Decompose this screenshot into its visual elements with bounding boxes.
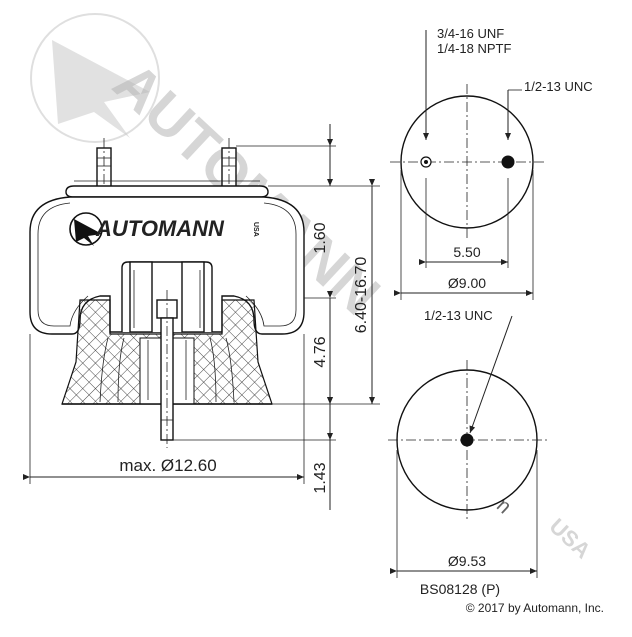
watermark-ring-icon xyxy=(30,13,160,143)
watermark-arrow-icon xyxy=(52,40,150,138)
logo-arrow-icon xyxy=(74,219,102,246)
bottom-stud-label: 1/2-13 UNC xyxy=(424,308,493,323)
dim-stud-length: 1.43 xyxy=(312,462,329,493)
top-view: 3/4-16 UNF 1/4-18 NPTF 1/2-13 UNC 5.50 Ø… xyxy=(390,26,593,300)
dim-bottom-diameter: Ø9.53 xyxy=(448,553,486,569)
dim-piston-height: 4.76 xyxy=(312,336,329,367)
bead-plate xyxy=(65,185,269,198)
bellows-logo: AUTOMANN USA xyxy=(69,212,259,246)
top-stud-icon xyxy=(501,155,515,169)
side-view-dimensions: 1.60 4.76 6.40-16.70 1.43 max. Ø12.60 xyxy=(23,124,380,510)
port-upper-label-1: 3/4-16 UNF xyxy=(437,26,504,41)
copyright: © 2017 by Automann, Inc. xyxy=(466,601,604,615)
top-stud-label: 1/2-13 UNC xyxy=(524,79,593,94)
logo-ring-icon xyxy=(69,212,103,246)
bottom-view: 1/2-13 UNC Ø9.53 xyxy=(388,308,548,578)
watermark-suffix: USA xyxy=(545,513,596,563)
air-spring-side-view: AUTOMANN USA xyxy=(29,138,305,448)
logo-text: AUTOMANN xyxy=(95,216,225,241)
logo-suffix: USA xyxy=(252,222,259,237)
bottom-stud-icon xyxy=(460,433,474,447)
dim-top-diameter: Ø9.00 xyxy=(448,275,486,291)
port-upper-label-2: 1/4-18 NPTF xyxy=(437,41,511,56)
dim-upper-height: 1.60 xyxy=(312,222,329,253)
part-number: BS08128 (P) xyxy=(420,581,500,597)
dim-max-diameter: max. Ø12.60 xyxy=(119,456,216,475)
dim-stroke-range: 6.40-16.70 xyxy=(353,257,370,334)
footer: BS08128 (P) © 2017 by Automann, Inc. xyxy=(420,581,604,615)
dim-stud-spacing: 5.50 xyxy=(453,244,480,260)
